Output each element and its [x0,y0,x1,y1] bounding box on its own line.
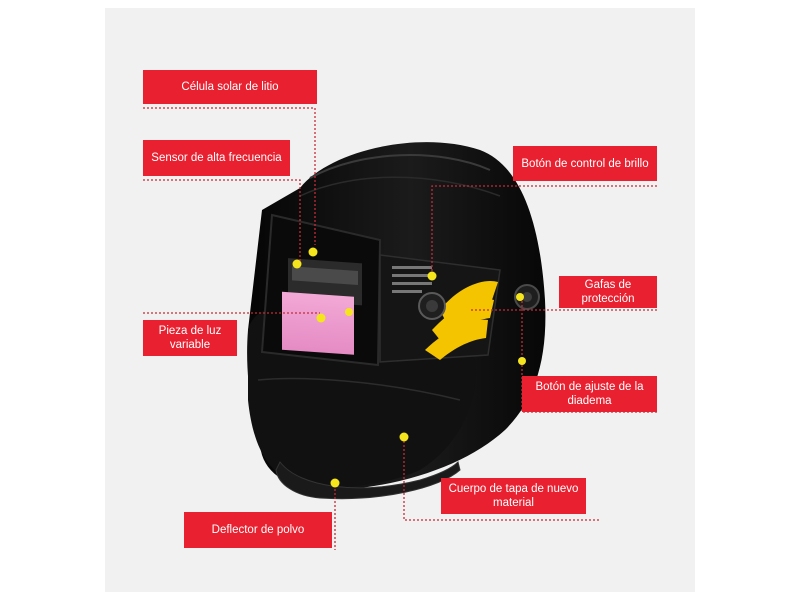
leader-cover-body [403,437,600,521]
label-hf-sensor: Sensor de alta frecuencia [143,140,290,176]
leader-brightness [431,185,657,276]
marker-dust-deflector [330,478,340,488]
marker-variable-light-2 [345,308,353,316]
label-variable-light: Pieza de luz variable [143,320,237,356]
label-dust-deflector: Deflector de polvo [184,512,332,548]
marker-brightness [427,271,437,281]
label-brightness: Botón de control de brillo [513,146,657,181]
marker-variable-light [316,313,326,323]
marker-goggles [516,293,524,301]
leader-lines [143,107,657,550]
label-solar-cell: Célula solar de litio [143,70,317,104]
label-goggles: Gafas de protección [559,276,657,308]
dust-deflector-shape [275,461,461,500]
marker-solar-cell [308,247,318,257]
marker-cover-body [399,432,409,442]
label-cover-body: Cuerpo de tapa de nuevo material [441,478,586,514]
filter-window [282,291,354,355]
marker-points [292,247,526,488]
label-headband: Botón de ajuste de la diadema [522,376,657,412]
leader-solar-cell [143,107,316,245]
marker-headband [518,357,526,365]
leader-headband [521,297,657,413]
leader-hf-sensor [143,179,301,262]
marker-hf-sensor [292,259,302,269]
